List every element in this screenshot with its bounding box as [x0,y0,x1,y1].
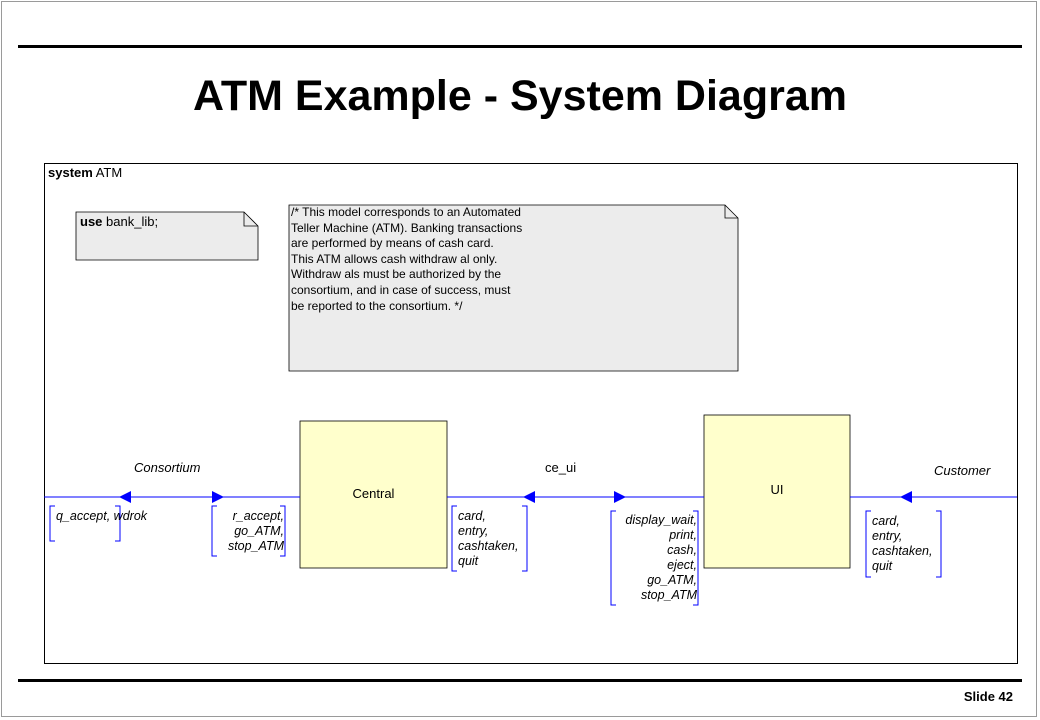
signal-bracket [610,510,616,606]
ce-ui-arrow-right [614,491,626,503]
comment-note-text: /* This model corresponds to an Automate… [291,205,523,313]
ce-ui-channel-label: ce_ui [545,460,577,475]
ce-ui-to-ui-signals: display_wait, print, cash, eject, go_ATM… [625,513,697,602]
system-name: ATM [95,165,123,180]
consortium-arrow-left [119,491,131,503]
signal-bracket [280,505,286,557]
central-block-label: Central [352,486,395,501]
use-note-fold [243,212,258,227]
signal-bracket [49,505,55,542]
ce-ui-arrow-left [523,491,535,503]
use-note: use bank_lib; [80,214,158,230]
top-rule [18,45,1022,48]
consortium-in-signals: r_accept, go_ATM, stop_ATM [227,509,284,553]
ce-ui-to-central-signals: card, entry, cashtaken, quit [458,509,519,568]
signal-bracket [693,510,699,606]
customer-arrow-left [900,491,912,503]
comment-note-fold [724,205,738,219]
central-block [299,420,448,569]
signal-bracket [115,505,121,542]
ui-block-label: UI [770,482,784,497]
consortium-out-signals: q_accept, wdrok [56,509,148,523]
customer-signals: card, entry, cashtaken, quit [872,514,933,573]
ui-block [703,414,851,569]
consortium-channel-label: Consortium [134,460,201,475]
use-note-shape [75,211,259,261]
system-keyword: system [48,165,93,180]
consortium-arrow-right [212,491,224,503]
use-note-text: bank_lib; [106,214,159,229]
signal-bracket [451,505,457,572]
signal-bracket [522,505,528,572]
signal-bracket [936,510,942,578]
signal-bracket [211,505,217,557]
bottom-rule [18,679,1022,682]
use-keyword: use [80,214,103,229]
system-header: system ATM [48,165,122,180]
signal-bracket [865,510,871,578]
comment-note-shape [288,204,739,372]
customer-channel-label: Customer [934,463,991,478]
slide-title: ATM Example - System Diagram [193,72,847,120]
slide-number: Slide 42 [963,689,1013,704]
